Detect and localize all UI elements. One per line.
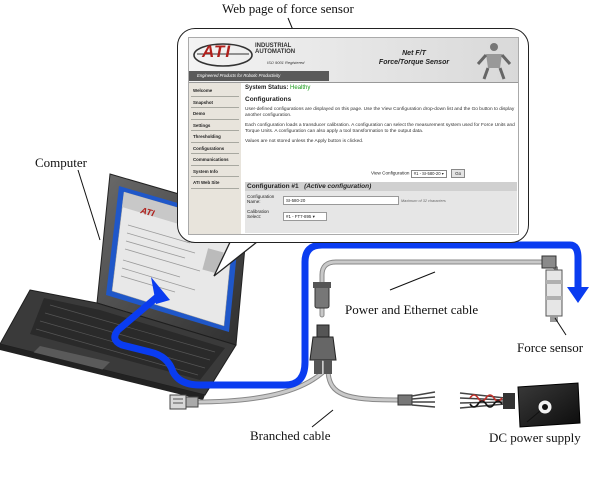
- webpage-header: ATI INDUSTRIAL AUTOMATION ISO 9001 Regis…: [189, 38, 518, 83]
- ati-logo-icon: [193, 43, 253, 67]
- ethernet-plug-icon: [169, 394, 199, 410]
- branched-cable-splitter-icon: [309, 324, 337, 374]
- label-cable: Power and Ethernet cable: [345, 302, 479, 317]
- iso-note: ISO 9001 Registered: [267, 60, 305, 65]
- tagline: Engineered Products for Robotic Producti…: [189, 71, 329, 81]
- svg-text:ATI: ATI: [139, 205, 156, 219]
- nav-system-info[interactable]: System Info: [191, 167, 239, 177]
- go-button[interactable]: Go: [451, 169, 466, 178]
- force-sensor-icon: [541, 255, 563, 322]
- company-name: INDUSTRIAL AUTOMATION: [255, 43, 296, 55]
- nav-configurations[interactable]: Configurations: [191, 144, 239, 154]
- nav-ati-web-site[interactable]: ATI Web Site: [191, 178, 239, 189]
- logo-text: ATI: [202, 42, 232, 61]
- config-paragraph: Each configuration loads a transducer ca…: [245, 123, 515, 134]
- nav-communications[interactable]: Communications: [191, 155, 239, 166]
- label-dc-power-supply: DC power supply: [489, 430, 581, 445]
- nav-welcome[interactable]: Welcome: [191, 86, 239, 97]
- configuration-name-input[interactable]: SI-580-20: [283, 196, 399, 205]
- view-configuration-row: View Configuration #1 - SI-580-20 ▾ Go: [371, 169, 466, 178]
- product-title: Net F/T Force/Torque Sensor: [378, 50, 450, 66]
- data-flow-arrow: [111, 241, 589, 389]
- name-label: Configuration Name:: [247, 194, 275, 204]
- label-web-page: Web page of force sensor: [222, 1, 354, 16]
- apply-note: Values are not stored unless the Apply b…: [245, 139, 364, 144]
- power-leads-icon: [397, 391, 515, 409]
- system-status: System Status: Healthy: [245, 85, 311, 91]
- nav-thresholding[interactable]: Thresholding: [191, 132, 239, 143]
- nav-snapshot[interactable]: Snapshot: [191, 98, 239, 108]
- configuration-header: Configuration #1 (Active configuration): [245, 182, 517, 191]
- mascot-figure-icon: [476, 43, 512, 80]
- view-configuration-select[interactable]: #1 - SI-580-20 ▾: [410, 169, 447, 178]
- configuration-form: Configuration Name: SI-580-20 Maximum of…: [245, 191, 517, 233]
- label-force-sensor: Force sensor: [517, 340, 584, 355]
- cable-connector-icon: [313, 282, 331, 309]
- name-hint: Maximum of 32 characters: [401, 199, 446, 203]
- intro-paragraph: User-defined configurations are displaye…: [245, 107, 515, 118]
- status-value: Healthy: [290, 85, 311, 91]
- dc-power-supply-icon: [517, 382, 581, 428]
- label-computer: Computer: [35, 155, 87, 170]
- nav-demo[interactable]: Demo: [191, 109, 239, 120]
- sensor-webpage: ATI INDUSTRIAL AUTOMATION ISO 9001 Regis…: [188, 37, 519, 235]
- webpage-callout: ATI INDUSTRIAL AUTOMATION ISO 9001 Regis…: [177, 28, 529, 243]
- label-branched-cable: Branched cable: [250, 428, 331, 443]
- calibration-label: Calibration Select:: [247, 209, 269, 219]
- nav-settings[interactable]: Settings: [191, 121, 239, 131]
- cables: [192, 259, 558, 405]
- webpage-main: System Status: Healthy Configurations Us…: [245, 85, 517, 233]
- webpage-nav: Welcome Snapshot Demo Settings Threshold…: [189, 83, 241, 234]
- section-heading: Configurations: [245, 96, 292, 103]
- calibration-select[interactable]: #1 - FT7-895 ▾: [283, 212, 327, 221]
